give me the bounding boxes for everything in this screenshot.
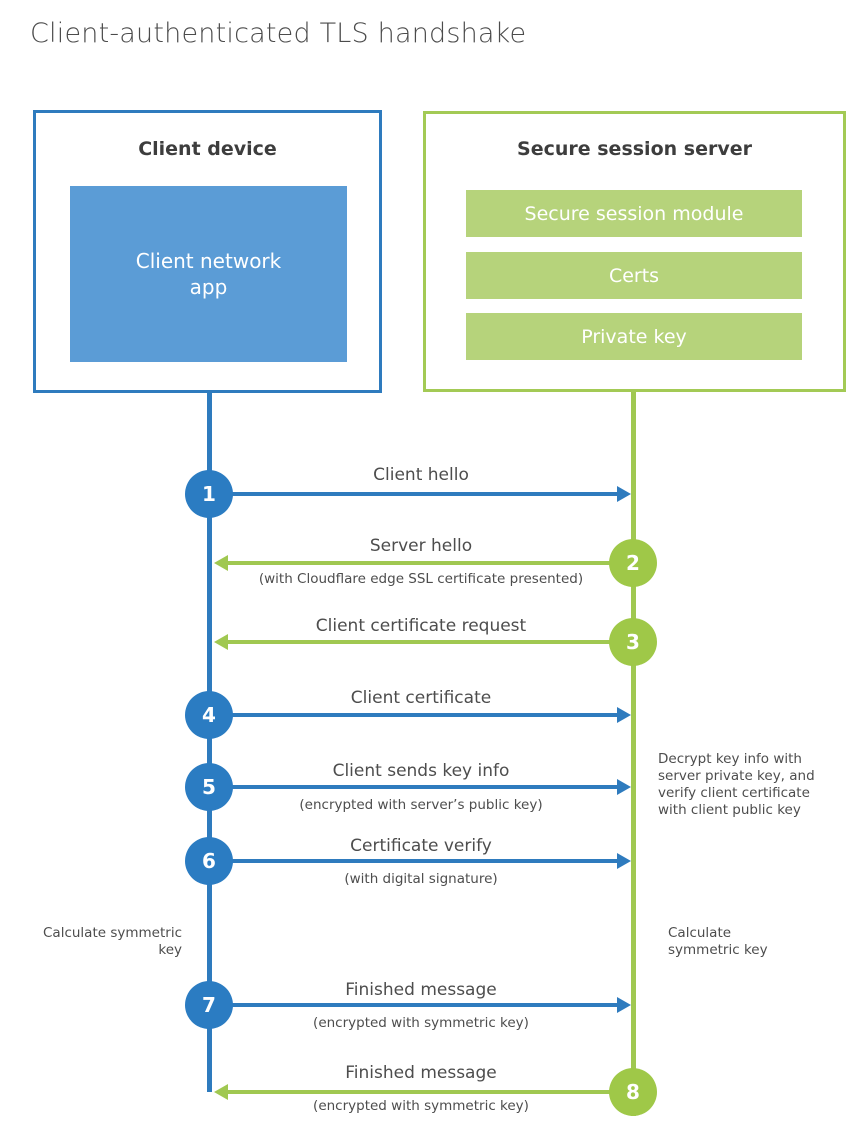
step-4-arrowhead-icon bbox=[617, 707, 631, 723]
step-2-circle: 2 bbox=[609, 539, 657, 587]
server-certs-label: Certs bbox=[608, 264, 660, 287]
step-5-sublabel: (encrypted with server’s public key) bbox=[299, 797, 543, 813]
step-8-arrowhead-icon bbox=[214, 1084, 228, 1100]
server-certs-bar: Certs bbox=[466, 252, 802, 299]
step-6-label: Certificate verify bbox=[350, 836, 492, 856]
step-5-label: Client sends key info bbox=[332, 761, 510, 781]
step-7-arrow-shaft bbox=[211, 1003, 617, 1007]
step-1-circle: 1 bbox=[185, 470, 233, 518]
step-8-sublabel: (encrypted with symmetric key) bbox=[313, 1098, 529, 1114]
step-8-label: Finished message bbox=[345, 1063, 497, 1083]
step-2-arrow-shaft bbox=[228, 561, 633, 565]
calc-symmetric-key-note-server: Calculate symmetric key bbox=[668, 925, 768, 958]
step-4-circle: 4 bbox=[185, 691, 233, 739]
page-title: Client-authenticated TLS handshake bbox=[30, 18, 527, 49]
step-1-label: Client hello bbox=[373, 465, 469, 485]
step-7-sublabel: (encrypted with symmetric key) bbox=[313, 1015, 529, 1031]
step-5-circle: 5 bbox=[185, 763, 233, 811]
step-8-arrow-shaft bbox=[228, 1090, 633, 1094]
client-lifeline bbox=[207, 392, 212, 1092]
step-6-sublabel: (with digital signature) bbox=[344, 871, 498, 887]
step-5-arrow-shaft bbox=[211, 785, 617, 789]
server-module-label: Secure session module bbox=[524, 202, 744, 225]
step-6-arrowhead-icon bbox=[617, 853, 631, 869]
step-6-arrow-shaft bbox=[211, 859, 617, 863]
step-7-arrowhead-icon bbox=[617, 997, 631, 1013]
calc-symmetric-key-note-client: Calculate symmetric key bbox=[43, 925, 182, 958]
client-network-app-label: Client network app bbox=[135, 249, 282, 299]
step-2-label: Server hello bbox=[369, 536, 473, 556]
step-7-label: Finished message bbox=[345, 980, 497, 1000]
step-3-arrowhead-icon bbox=[214, 634, 228, 650]
step-5-arrowhead-icon bbox=[617, 779, 631, 795]
client-network-app-box: Client network app bbox=[70, 186, 347, 362]
step-8-circle: 8 bbox=[609, 1068, 657, 1116]
step-2-sublabel: (with Cloudflare edge SSL certificate pr… bbox=[258, 571, 584, 587]
step-3-label: Client certificate request bbox=[315, 616, 527, 636]
client-device-title: Client device bbox=[138, 138, 277, 160]
server-module-bar: Secure session module bbox=[466, 190, 802, 237]
step-4-arrow-shaft bbox=[211, 713, 617, 717]
step-3-arrow-shaft bbox=[228, 640, 633, 644]
step-2-arrowhead-icon bbox=[214, 555, 228, 571]
server-lifeline bbox=[631, 392, 636, 1116]
step-1-arrow-shaft bbox=[211, 492, 617, 496]
server-private-key-bar: Private key bbox=[466, 313, 802, 360]
server-private-key-label: Private key bbox=[581, 325, 687, 348]
step-4-label: Client certificate bbox=[350, 688, 492, 708]
step-7-circle: 7 bbox=[185, 981, 233, 1029]
step-1-arrowhead-icon bbox=[617, 486, 631, 502]
step-6-circle: 6 bbox=[185, 837, 233, 885]
step-3-circle: 3 bbox=[609, 618, 657, 666]
secure-session-server-title: Secure session server bbox=[517, 138, 752, 160]
decrypt-note: Decrypt key info with server private key… bbox=[658, 751, 815, 818]
